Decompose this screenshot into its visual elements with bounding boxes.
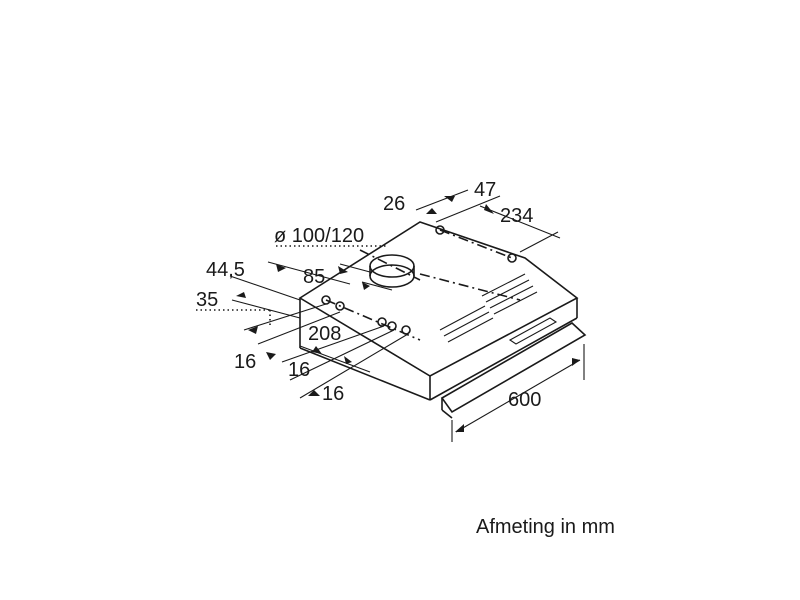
filter-grille — [439, 273, 538, 343]
dim-208: 208 — [308, 323, 341, 345]
centre-lines — [325, 229, 521, 341]
dim-duct-diameter: ø 100/120 — [274, 225, 364, 247]
dim-44-5: 44,5 — [206, 259, 245, 281]
dim-16-b: 16 — [288, 359, 310, 381]
dimension-lines — [229, 189, 585, 442]
dim-26: 26 — [383, 193, 405, 215]
dim-47: 47 — [474, 179, 496, 201]
arrowheads — [236, 196, 580, 432]
dim-35: 35 — [196, 289, 218, 311]
hood-body — [298, 221, 587, 419]
dim-85: 85 — [303, 266, 325, 288]
dim-16-a: 16 — [234, 351, 256, 373]
dim-16-c: 16 — [322, 383, 344, 405]
duct-outlet — [369, 254, 415, 288]
dim-600: 600 — [508, 389, 541, 411]
units-caption: Afmeting in mm — [476, 516, 615, 538]
dim-234: 234 — [500, 205, 533, 227]
